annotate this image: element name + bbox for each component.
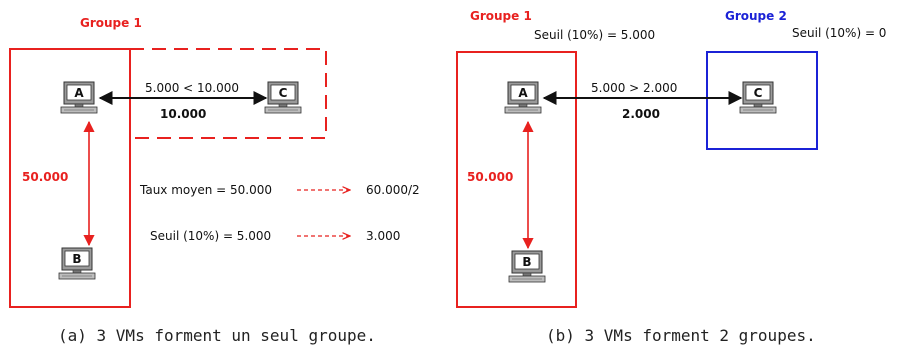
right-node-b-label: B <box>522 255 531 269</box>
right-node-b: B <box>508 250 546 283</box>
right-link-ab-value: 50.000 <box>467 170 513 184</box>
left-link-ac-value: 10.000 <box>160 107 206 121</box>
right-node-a: A <box>504 81 542 114</box>
left-avg-rate-new: 60.000/2 <box>366 183 420 197</box>
right-group2-title: Groupe 2 <box>725 9 787 23</box>
left-node-b: B <box>58 247 96 280</box>
right-group1-box <box>456 51 577 308</box>
right-node-a-label: A <box>518 86 528 100</box>
left-node-c-label: C <box>279 86 288 100</box>
left-node-a-label: A <box>74 86 84 100</box>
left-link-ac-compare: 5.000 < 10.000 <box>145 81 239 95</box>
left-caption: (a) 3 VMs forment un seul groupe. <box>58 326 376 345</box>
right-group1-title: Groupe 1 <box>470 9 532 23</box>
right-node-c: C <box>739 81 777 114</box>
left-dashed-box <box>129 48 327 139</box>
right-group1-threshold: Seuil (10%) = 5.000 <box>534 28 655 42</box>
left-group1-box <box>9 48 131 308</box>
left-threshold-new: 3.000 <box>366 229 400 243</box>
right-link-ac-value: 2.000 <box>622 107 660 121</box>
right-link-ac-compare: 5.000 > 2.000 <box>591 81 677 95</box>
right-node-c-label: C <box>754 86 763 100</box>
left-node-a: A <box>60 81 98 114</box>
right-group2-threshold: Seuil (10%) = 0 <box>792 26 886 40</box>
left-link-ab-value: 50.000 <box>22 170 68 184</box>
left-node-b-label: B <box>72 252 81 266</box>
left-node-c: C <box>264 81 302 114</box>
left-group-title: Groupe 1 <box>80 16 142 30</box>
right-caption: (b) 3 VMs forment 2 groupes. <box>546 326 816 345</box>
left-threshold-text: Seuil (10%) = 5.000 <box>150 229 271 243</box>
left-avg-rate-text: Taux moyen = 50.000 <box>139 183 272 197</box>
